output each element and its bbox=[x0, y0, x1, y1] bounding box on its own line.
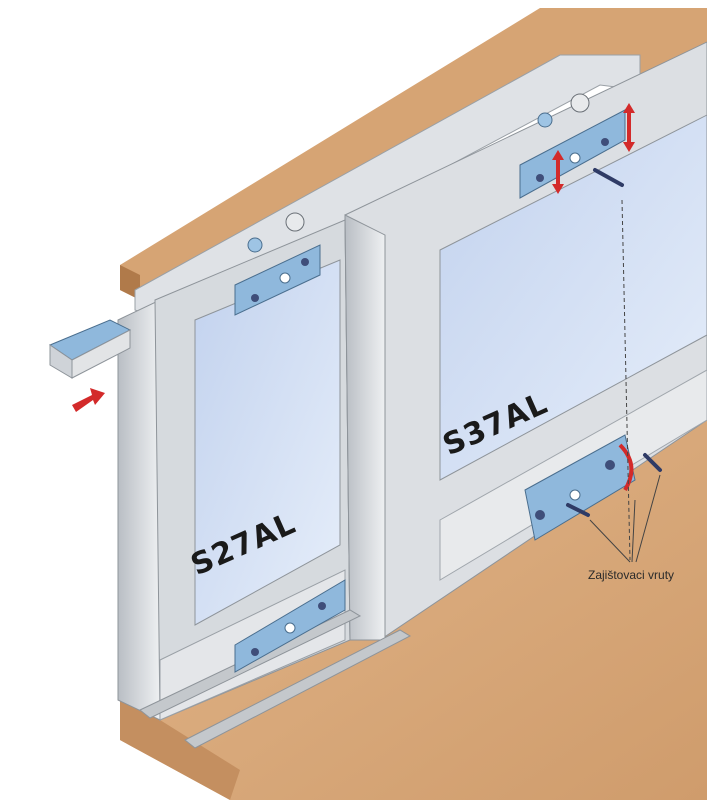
top-bracket-left bbox=[234, 212, 321, 316]
callout-lines bbox=[589, 199, 661, 563]
vertical-arrow-icon-2 bbox=[627, 110, 631, 145]
vertical-arrow-icon bbox=[556, 157, 560, 187]
bottom-bracket-right bbox=[524, 434, 636, 541]
screw-icons bbox=[566, 168, 662, 517]
push-arrow-icon bbox=[72, 388, 105, 412]
side-profile bbox=[117, 299, 161, 721]
rotate-arrow-icon bbox=[618, 443, 634, 492]
door-stopper bbox=[48, 319, 132, 379]
top-bracket-right bbox=[519, 93, 626, 199]
adjust-arrow-icons bbox=[72, 103, 635, 492]
bottom-track bbox=[184, 629, 412, 749]
locking-screws-label: Zajištovaci vruty bbox=[588, 568, 675, 582]
bottom-bracket-left bbox=[234, 579, 346, 673]
door-right-side bbox=[344, 214, 386, 641]
door-right-glass bbox=[439, 114, 707, 481]
floor-edge bbox=[120, 700, 240, 800]
